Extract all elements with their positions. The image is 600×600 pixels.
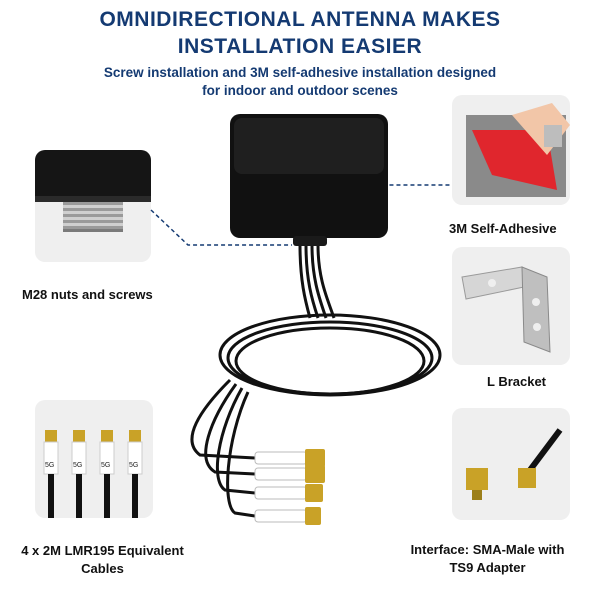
connector-image	[466, 428, 563, 500]
cable-tag-3: 5G	[101, 462, 111, 469]
interface-label: Interface: SMA-Male with TS9 Adapter	[380, 541, 595, 577]
cable-connector-2	[254, 465, 325, 483]
cables-label-line-2: Cables	[81, 561, 124, 576]
title-line-2: INSTALLATION EASIER	[177, 35, 423, 58]
cables-label-line-1: 4 x 2M LMR195 Equivalent	[21, 543, 184, 558]
adhesive-label: 3M Self-Adhesive	[449, 221, 557, 236]
coiled-cable	[190, 244, 442, 518]
cable-end-3	[99, 430, 115, 518]
sma-male-icon	[518, 428, 563, 488]
cables-card: 5G 5G 5G 5G	[35, 400, 153, 518]
cable-tag-1: 5G	[45, 462, 55, 469]
nuts-label: M28 nuts and screws	[22, 287, 153, 302]
cable-tag-2: 5G	[73, 462, 83, 469]
cable-end-4	[127, 430, 143, 518]
cable-ends-image	[43, 430, 143, 518]
adhesive-image	[466, 103, 570, 197]
cables-label: 4 x 2M LMR195 Equivalent Cables	[10, 542, 195, 578]
subtitle-line-1: Screw installation and 3M self-adhesive …	[103, 65, 497, 80]
cable-connector-3	[254, 484, 323, 502]
page-subtitle: Screw installation and 3M self-adhesive …	[40, 64, 560, 100]
subtitle-line-2: for indoor and outdoor scenes	[202, 83, 398, 98]
cable-end-1	[43, 430, 59, 518]
bracket-card	[452, 247, 570, 365]
interface-card	[452, 408, 570, 520]
bracket-label: L Bracket	[487, 374, 547, 389]
cable-connector-1	[254, 449, 325, 467]
antenna-body	[230, 114, 388, 246]
nut-screw-image	[35, 150, 151, 232]
page-title: OMNIDIRECTIONAL ANTENNA MAKES INSTALLATI…	[0, 6, 600, 60]
interface-label-line-2: TS9 Adapter	[449, 560, 526, 575]
cable-connector-4	[254, 507, 321, 525]
callout-adhesive	[329, 169, 452, 186]
adhesive-card	[452, 95, 570, 205]
thread-icon	[63, 202, 123, 232]
callout-nuts	[150, 209, 292, 246]
interface-label-line-1: Interface: SMA-Male with	[410, 542, 565, 557]
title-line-1: OMNIDIRECTIONAL ANTENNA MAKES	[99, 8, 501, 31]
l-bracket-image	[461, 266, 551, 353]
cable-end-2	[71, 430, 87, 518]
nuts-card	[35, 150, 151, 262]
ts9-adapter-icon	[466, 468, 488, 500]
cable-tag-4: 5G	[129, 462, 139, 469]
